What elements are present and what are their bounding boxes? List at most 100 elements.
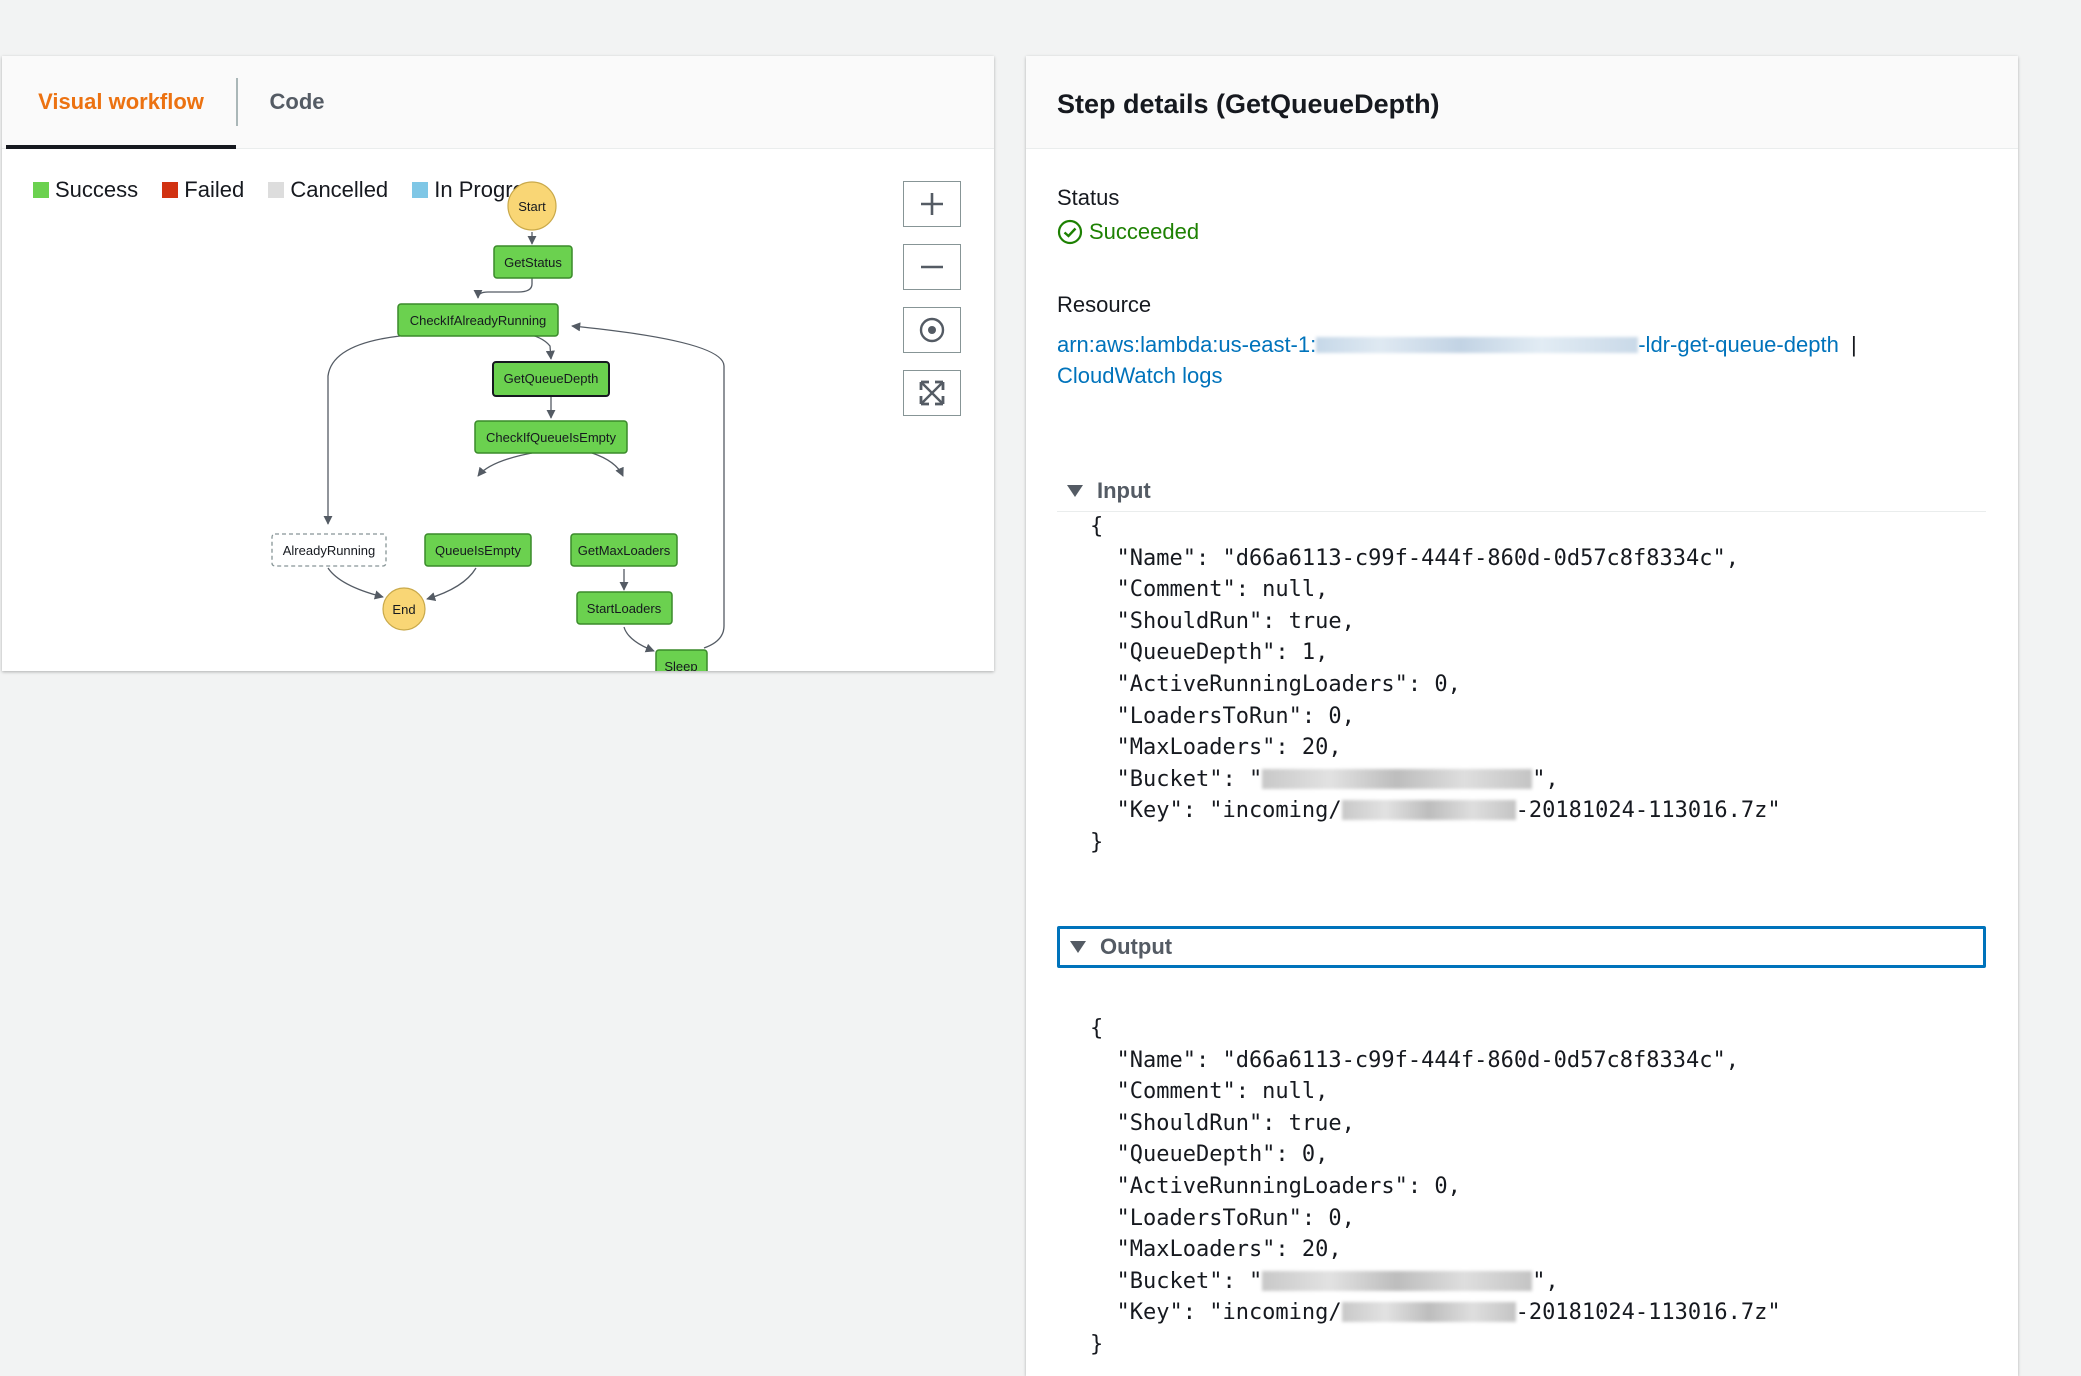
node-queue-is-empty[interactable] [424,533,532,567]
json-line: { [1090,1016,1104,1041]
legend-success-swatch [33,182,49,198]
node-check-already-running-label: CheckIfAlreadyRunning [410,313,547,328]
input-section-toggle[interactable]: Input [1057,470,1986,512]
json-key-end: -20181024-113016.7z" [1515,1300,1781,1326]
json-key-key: "Key": "incoming/ [1090,798,1342,824]
json-line: "Key": "incoming/ -20181024-113016.7z" [1090,1297,1781,1329]
tab-visual-workflow[interactable]: Visual workflow [6,56,236,149]
caret-down-icon [1070,941,1086,953]
zoom-out-button[interactable] [903,244,961,290]
json-line: "Comment": null, [1090,1079,1329,1105]
center-view-button[interactable] [903,307,961,353]
status-value: Succeeded [1057,219,1199,245]
redacted-bucket [1262,768,1533,789]
node-get-queue-depth[interactable] [492,361,610,397]
output-section-toggle[interactable]: Output [1057,926,1986,968]
status-legend: Success Failed Cancelled In Progress [33,177,565,203]
redacted-bucket [1262,1270,1533,1291]
node-already-running-label: AlreadyRunning [283,543,376,558]
json-line: "Comment": null, [1090,577,1329,603]
node-sleep-label: Sleep [664,659,697,671]
end-node-label: End [392,602,415,617]
legend-failed-label: Failed [184,177,245,202]
legend-success-label: Success [55,177,139,202]
resource-arn-suffix: -ldr-get-queue-depth [1638,332,1839,357]
resource-arn-prefix: arn:aws:lambda:us-east-1: [1057,332,1317,357]
resource-label: Resource [1057,292,1152,317]
json-line: "Name": "d66a6113-c99f-444f-860d-0d57c8f… [1090,1047,1740,1073]
output-section-label: Output [1100,934,1173,959]
json-bucket-end: ", [1532,1268,1559,1294]
json-line: { [1090,514,1104,539]
minus-icon [921,265,943,269]
json-line: "Key": "incoming/ -20181024-113016.7z" [1090,795,1781,827]
legend-cancelled-label: Cancelled [290,177,389,202]
json-bucket-end: ", [1532,766,1559,792]
node-queue-is-empty-label: QueueIsEmpty [435,543,521,558]
json-line: "ShouldRun": true, [1090,608,1355,634]
legend-cancelled-swatch [268,182,285,198]
workflow-tabbar: Visual workflow Code [2,56,994,149]
json-key-end: -20181024-113016.7z" [1515,798,1781,824]
json-line: } [1090,1331,1104,1357]
resource-arn-link[interactable]: arn:aws:lambda:us-east-1: -ldr-get-queue-… [1057,332,1839,357]
json-line: } [1090,829,1104,855]
json-line: "ShouldRun": true, [1090,1110,1355,1136]
tab-divider [236,78,238,126]
end-node[interactable] [382,587,426,631]
node-check-already-running[interactable] [397,303,559,337]
node-sleep[interactable] [655,649,708,671]
node-already-running[interactable] [271,533,387,567]
legend-failed: Failed [162,177,244,203]
json-line: "ActiveRunningLoaders": 0, [1090,671,1461,697]
cloudwatch-logs-link[interactable]: CloudWatch logs [1057,363,1223,388]
node-start-loaders[interactable] [576,591,673,625]
redacted-key [1341,800,1516,821]
step-details-header: Step details (GetQueueDepth) [1026,56,2018,149]
node-check-queue-empty-label: CheckIfQueueIsEmpty [486,430,617,445]
json-line: "Name": "d66a6113-c99f-444f-860d-0d57c8f… [1090,545,1740,571]
start-node-label: Start [518,199,546,214]
redacted-arn [1316,337,1639,353]
node-get-queue-depth-label: GetQueueDepth [504,371,599,386]
zoom-in-button[interactable] [903,181,961,227]
json-line: "Bucket": " ", [1090,764,1781,796]
node-get-max-loaders[interactable] [570,533,678,567]
node-start-loaders-label: StartLoaders [587,601,662,616]
json-line: "Bucket": " ", [1090,1266,1781,1298]
resource-arn-line: arn:aws:lambda:us-east-1: -ldr-get-queue-… [1057,332,1857,358]
workflow-panel: Visual workflow Code Success Failed Canc… [2,56,994,671]
step-details-panel: Step details (GetQueueDepth) Status Succ… [1026,56,2018,1376]
node-get-status-label: GetStatus [504,255,562,270]
legend-success: Success [33,177,138,203]
input-section-label: Input [1097,477,1151,503]
check-circle-icon [1057,219,1083,245]
legend-cancelled: Cancelled [268,177,388,203]
target-icon [919,317,945,343]
tab-code[interactable]: Code [269,89,325,114]
node-get-status[interactable] [493,245,573,279]
workflow-nodes: Start GetStatus CheckIfAlreadyRunning Ge… [271,181,708,671]
json-line: "MaxLoaders": 20, [1090,1237,1342,1263]
json-bucket-key: "Bucket": " [1090,766,1263,792]
workflow-graph: Start GetStatus CheckIfAlreadyRunning Ge… [271,181,725,671]
json-line: "LoadersToRun": 0, [1090,1205,1355,1231]
fit-view-button[interactable] [903,370,961,416]
node-get-max-loaders-label: GetMaxLoaders [578,543,671,558]
json-line: "QueueDepth": 1, [1090,640,1329,666]
json-key-key: "Key": "incoming/ [1090,1300,1342,1326]
json-line: "LoadersToRun": 0, [1090,703,1355,729]
legend-failed-swatch [162,182,179,198]
plus-icon [921,193,943,215]
status-label: Status [1057,185,1120,210]
node-check-queue-empty[interactable] [474,420,628,454]
start-node[interactable] [507,181,557,231]
json-bucket-key: "Bucket": " [1090,1268,1263,1294]
workflow-edges [323,232,725,653]
resource-separator: | [1850,332,1857,357]
input-json: { "Name": "d66a6113-c99f-444f-860d-0d57c… [1090,511,1781,859]
json-line: "ActiveRunningLoaders": 0, [1090,1173,1461,1199]
step-details-title: Step details (GetQueueDepth) [1057,89,1440,119]
expand-icon [919,380,945,406]
caret-down-icon [1067,484,1083,497]
